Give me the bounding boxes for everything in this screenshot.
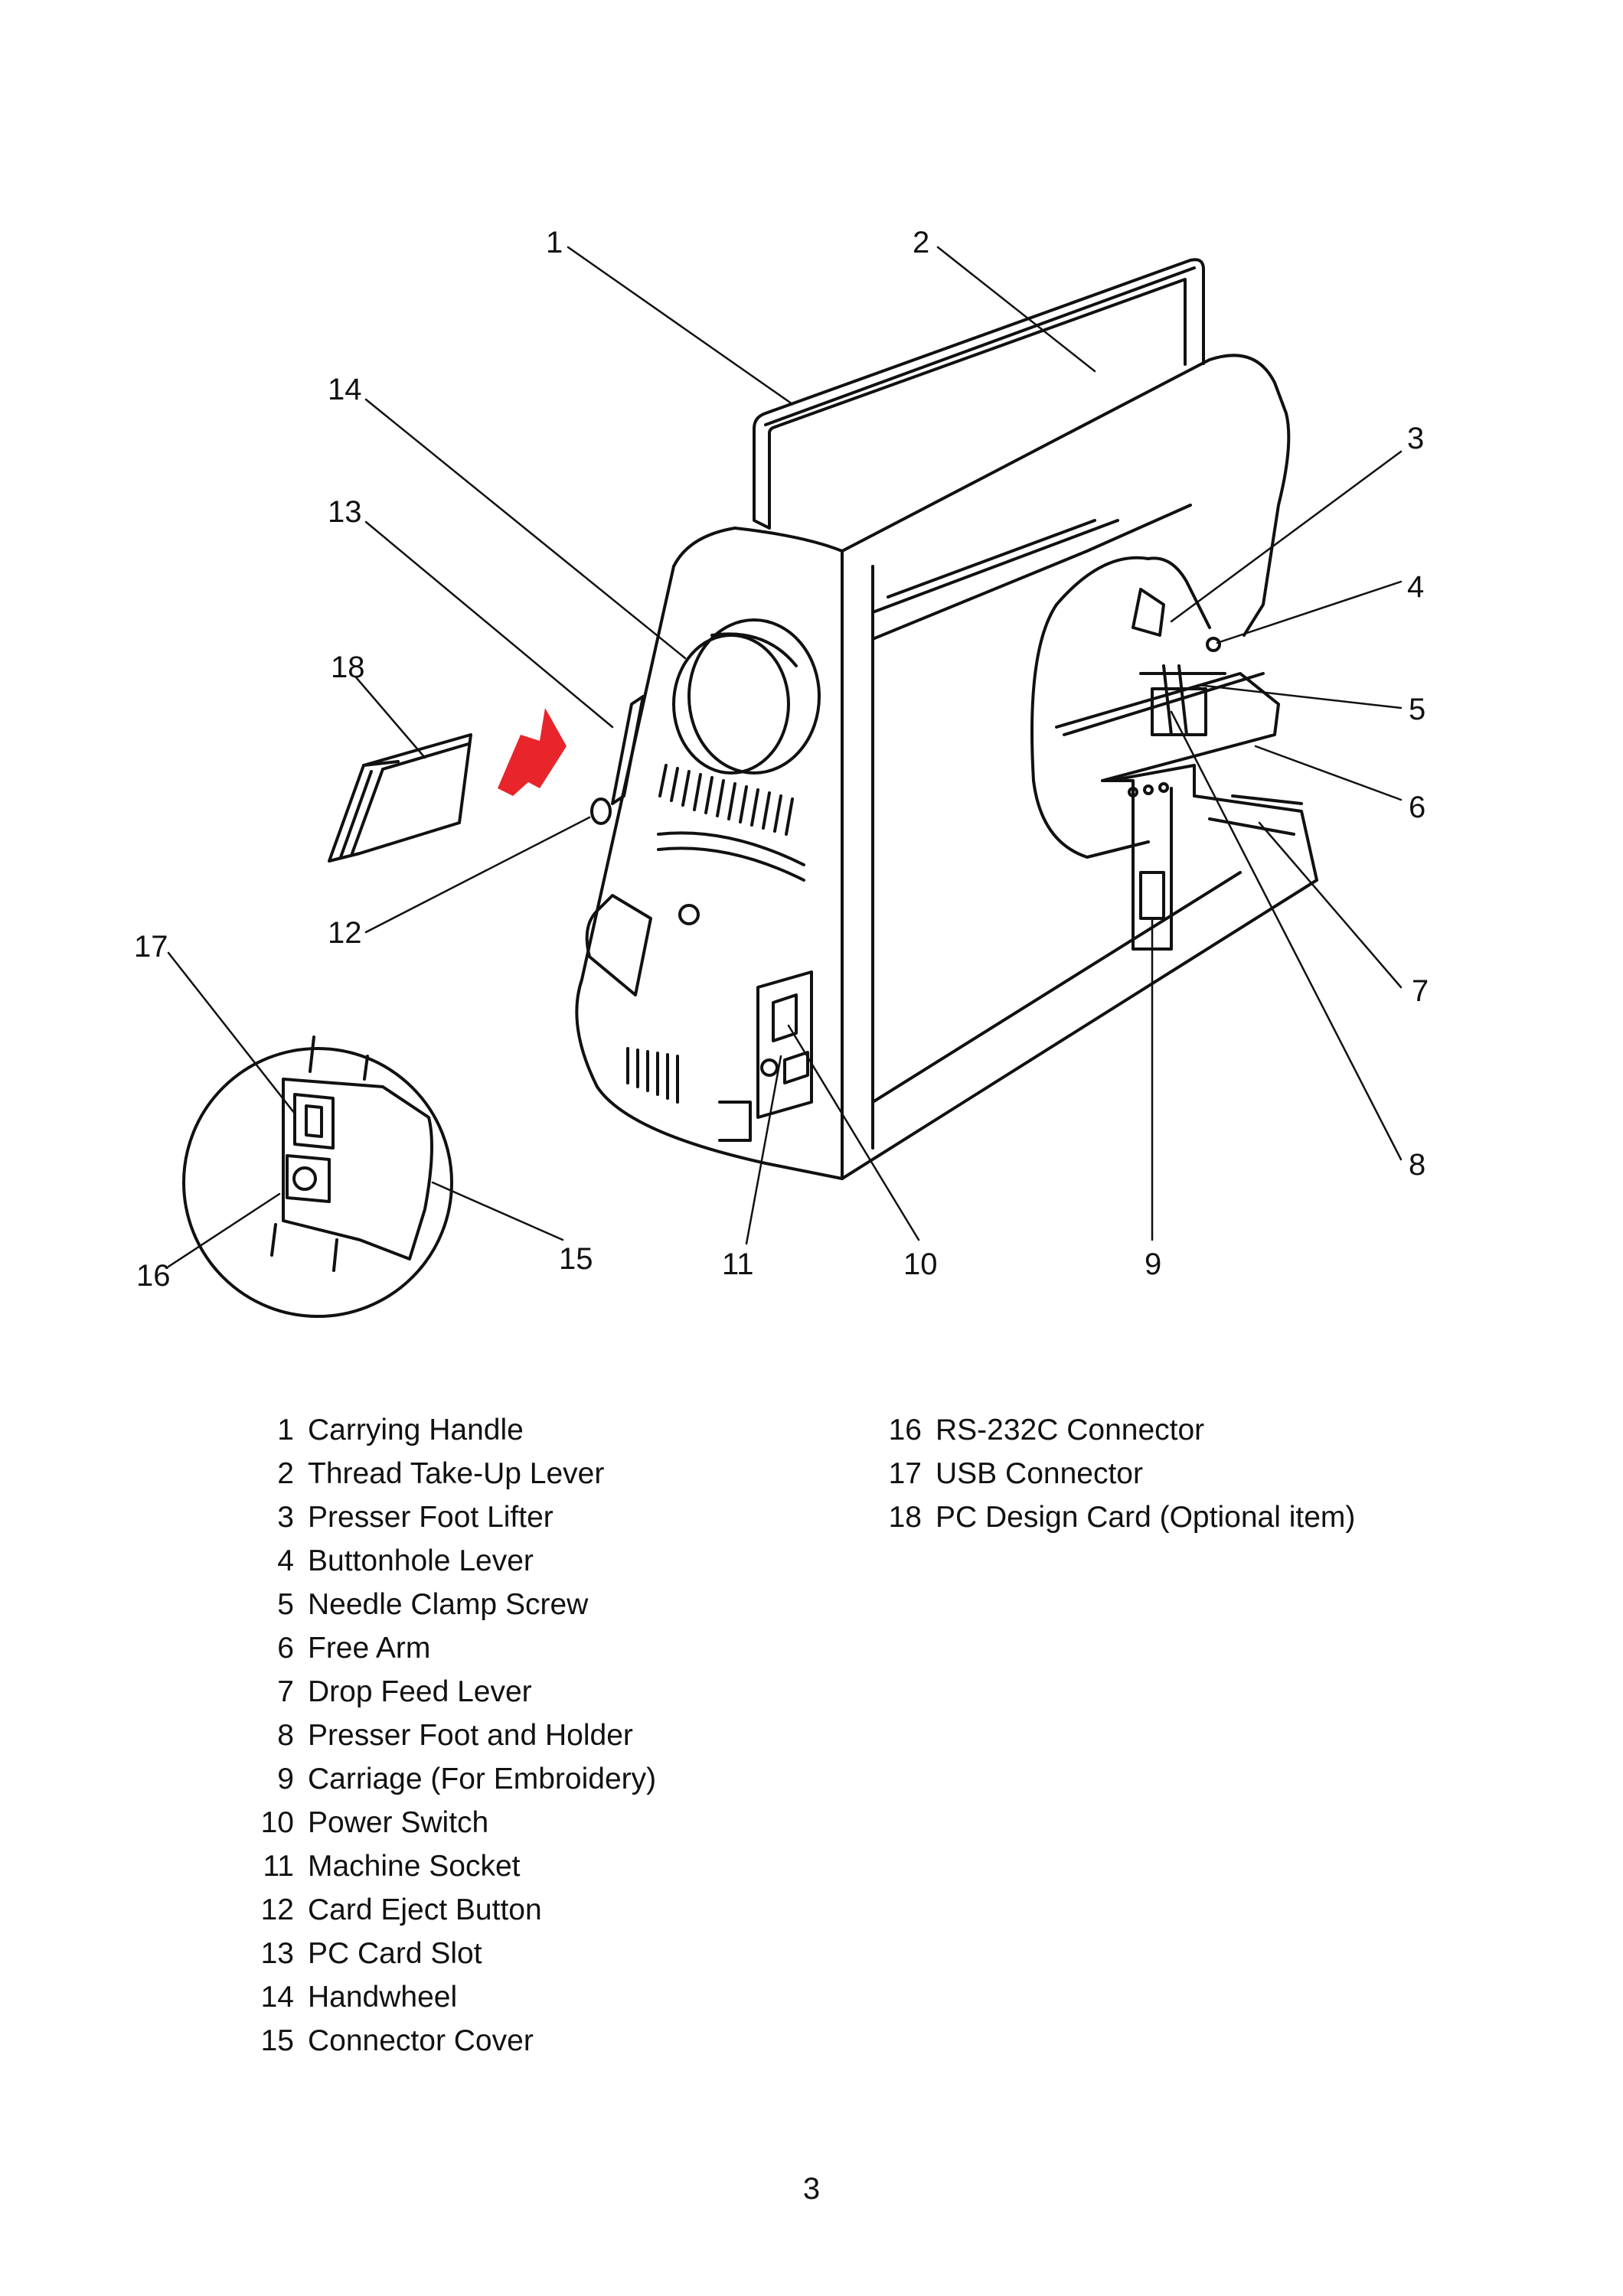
legend-label: PC Card Slot: [308, 1937, 482, 1970]
legend-number: 7: [277, 1675, 294, 1708]
legend-label: Free Arm: [308, 1632, 431, 1665]
legend-label: Handwheel: [308, 1981, 458, 2014]
legend-item: 8 Presser Foot and Holder: [230, 1714, 656, 1757]
legend-number: 4: [277, 1544, 294, 1577]
legend-label: PC Design Card (Optional item): [936, 1501, 1356, 1534]
legend-number: 8: [277, 1719, 294, 1752]
legend-number: 11: [263, 1850, 295, 1883]
pc-design-card: [328, 733, 472, 863]
callout-2: 2: [913, 226, 929, 259]
machine-body: [575, 354, 1318, 1180]
legend-item: 6 Free Arm: [230, 1626, 656, 1670]
legend-item: 17 USB Connector: [857, 1452, 1355, 1495]
needle-area: [1132, 588, 1226, 736]
handwheel: [672, 618, 821, 775]
vents-upper: [658, 764, 794, 836]
callout-17: 17: [134, 930, 168, 964]
legend-item: 7 Drop Feed Lever: [230, 1670, 656, 1714]
legend-number: 15: [260, 2024, 294, 2057]
callout-11: 11: [722, 1247, 754, 1281]
legend-item: 9 Carriage (For Embroidery): [230, 1757, 656, 1801]
legend-number: 16: [888, 1414, 922, 1446]
connector-detail: [182, 1035, 453, 1318]
callout-12: 12: [328, 916, 362, 950]
vents-lower: [626, 1047, 679, 1104]
legend-number: 13: [260, 1937, 294, 1970]
page-number: 3: [802, 2172, 821, 2206]
legend-number: 14: [260, 1981, 294, 2014]
legend-label: Drop Feed Lever: [308, 1675, 532, 1708]
callout-9: 9: [1145, 1247, 1161, 1281]
legend-number: 1: [277, 1414, 294, 1446]
leader-lines: [167, 246, 1403, 1268]
legend-number: 17: [888, 1457, 922, 1490]
legend-number: 18: [888, 1501, 922, 1534]
legend-item: 11 Machine Socket: [230, 1844, 656, 1888]
legend-item: 3 Presser Foot Lifter: [230, 1495, 656, 1539]
legend-item: 2 Thread Take-Up Lever: [230, 1452, 656, 1495]
parts-legend-right: 16 RS-232C Connector 17 USB Connector 18 PC D…: [857, 1408, 1356, 1539]
side-panel: [585, 695, 805, 1142]
legend-label: Carrying Handle: [308, 1414, 524, 1446]
legend-label: Machine Socket: [308, 1850, 521, 1883]
legend-item: 13 PC Card Slot: [230, 1932, 656, 1975]
machine-arm: [1030, 556, 1280, 859]
legend-number: 10: [260, 1806, 294, 1839]
callout-8: 8: [1409, 1148, 1425, 1182]
legend-number: 12: [260, 1893, 294, 1926]
legend-number: 3: [277, 1501, 294, 1534]
callout-16: 16: [136, 1259, 171, 1293]
legend-item: 16 RS-232C Connector: [857, 1408, 1355, 1452]
callout-10: 10: [903, 1247, 938, 1281]
legend-label: Power Switch: [308, 1806, 489, 1839]
legend-item: 5 Needle Clamp Screw: [230, 1583, 656, 1626]
legend-label: Connector Cover: [308, 2024, 534, 2057]
sewing-machine-diagram: 1 2 3 4 5 6 7 8 9 10 11 12 13 14 15 16 1…: [134, 226, 1429, 1318]
callout-15: 15: [559, 1242, 593, 1276]
callout-1: 1: [546, 226, 563, 259]
legend-item: 12 Card Eject Button: [230, 1888, 656, 1932]
callout-4: 4: [1407, 570, 1424, 604]
legend-label: Carriage (For Embroidery): [308, 1763, 657, 1795]
power-panel: [756, 970, 813, 1119]
callout-6: 6: [1409, 791, 1425, 824]
legend-item: 15 Connector Cover: [230, 2019, 656, 2063]
callout-3: 3: [1407, 422, 1424, 455]
callout-18: 18: [331, 651, 365, 684]
legend-number: 2: [277, 1457, 294, 1490]
callout-labels: 1 2 3 4 5 6 7 8 9 10 11 12 13 14 15 16 1…: [134, 226, 1429, 1293]
card-insert-arrow: [498, 708, 567, 796]
legend-item: 1 Carrying Handle: [230, 1408, 656, 1452]
legend-label: Presser Foot Lifter: [308, 1501, 554, 1534]
callout-14: 14: [328, 373, 362, 406]
legend-label: Thread Take-Up Lever: [308, 1457, 605, 1490]
callout-7: 7: [1412, 974, 1429, 1008]
legend-number: 6: [277, 1632, 294, 1665]
legend-label: Buttonhole Lever: [308, 1544, 534, 1577]
legend-item: 4 Buttonhole Lever: [230, 1539, 656, 1583]
carriage: [1101, 764, 1318, 951]
legend-number: 5: [277, 1588, 294, 1621]
callout-13: 13: [328, 495, 362, 529]
legend-label: RS-232C Connector: [936, 1414, 1205, 1446]
legend-number: 9: [277, 1763, 294, 1795]
legend-label: Needle Clamp Screw: [308, 1588, 589, 1621]
legend-label: Presser Foot and Holder: [308, 1719, 633, 1752]
legend-item: 18 PC Design Card (Optional item): [857, 1495, 1356, 1539]
carrying-handle: [753, 258, 1205, 530]
legend-item: 10 Power Switch: [230, 1801, 656, 1844]
legend-item: 14 Handwheel: [230, 1975, 656, 2019]
legend-label: Card Eject Button: [308, 1893, 542, 1926]
callout-5: 5: [1409, 693, 1425, 726]
legend-label: USB Connector: [936, 1457, 1143, 1490]
